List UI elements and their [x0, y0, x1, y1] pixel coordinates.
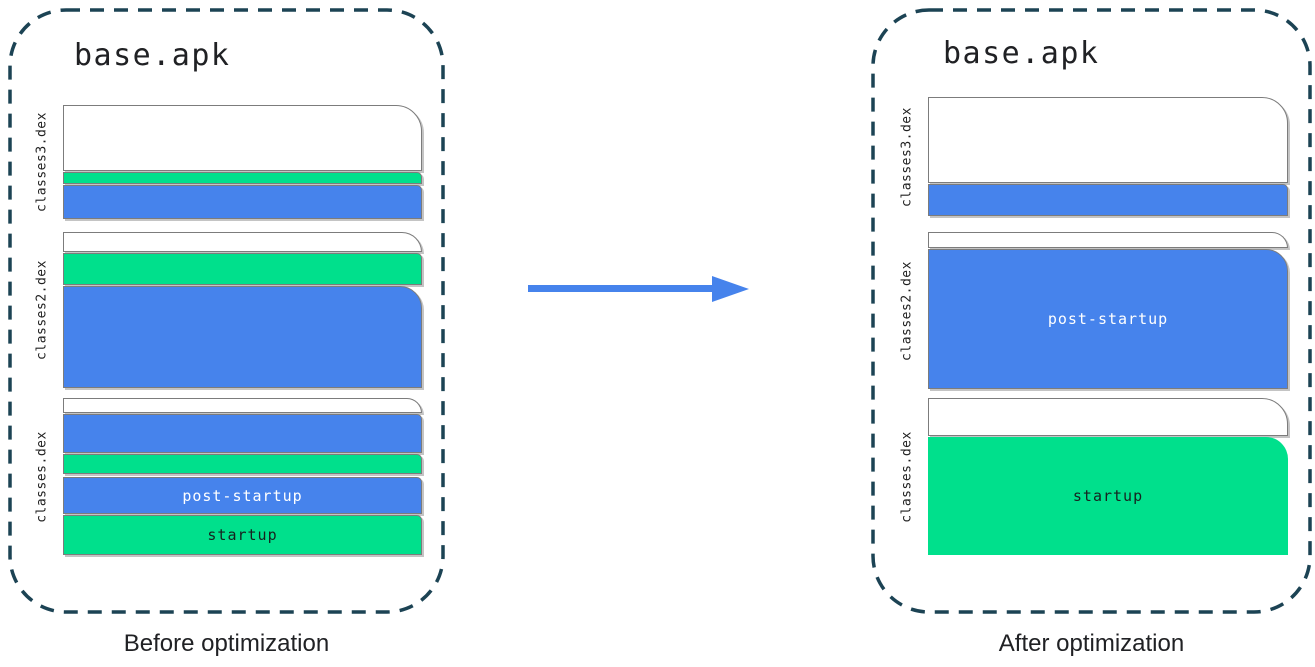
segment-post-startup — [63, 185, 422, 219]
transform-arrow-icon — [528, 276, 749, 302]
segment-post-startup: post-startup — [63, 477, 422, 514]
segment-unused — [63, 232, 422, 252]
segment-startup — [63, 172, 422, 184]
file-label: classes.dex — [34, 430, 50, 523]
segment-post-startup — [63, 286, 422, 388]
file-block-classes3-dex: classes3.dex — [35, 105, 422, 219]
caption-after-optimization: After optimization — [998, 630, 1185, 657]
panel-before-optimization: base.apk classes3.dex classes2.dex class… — [8, 8, 445, 614]
file-label: classes2.dex — [34, 260, 50, 360]
apk-title: base.apk — [943, 36, 1100, 71]
segment-unused — [63, 105, 422, 171]
segment-label-startup: startup — [207, 526, 278, 544]
segment-label-post-startup: post-startup — [1047, 310, 1169, 328]
segment-post-startup — [928, 184, 1288, 216]
file-block-classes-dex: classes.dex startup — [900, 398, 1288, 555]
segment-unused — [928, 97, 1288, 183]
dashed-border — [8, 8, 445, 614]
segment-unused — [63, 398, 422, 413]
file-label: classes.dex — [899, 430, 915, 523]
file-block-classes2-dex: classes2.dex — [35, 232, 422, 388]
segment-startup — [63, 253, 422, 285]
segment-label-post-startup: post-startup — [182, 486, 303, 505]
file-label: classes3.dex — [34, 112, 50, 212]
file-label: classes2.dex — [899, 260, 915, 361]
segment-startup: startup — [63, 515, 422, 555]
file-label: classes3.dex — [899, 106, 915, 207]
segment-post-startup — [63, 414, 422, 453]
panel-after-optimization: base.apk classes3.dex classes2.dex post-… — [871, 8, 1312, 614]
caption-before-optimization: Before optimization — [123, 630, 330, 657]
apk-title: base.apk — [74, 38, 231, 73]
segment-startup — [63, 454, 422, 474]
dashed-border — [871, 8, 1312, 614]
segment-label-startup: startup — [1072, 487, 1144, 505]
file-block-classes3-dex: classes3.dex — [900, 97, 1288, 216]
segment-unused — [928, 398, 1288, 436]
segment-post-startup: post-startup — [928, 249, 1288, 389]
segment-startup: startup — [928, 437, 1288, 555]
file-block-classes2-dex: classes2.dex post-startup — [900, 232, 1288, 389]
segment-unused — [928, 232, 1288, 248]
file-block-classes-dex: classes.dex post-startup startup — [35, 398, 422, 555]
